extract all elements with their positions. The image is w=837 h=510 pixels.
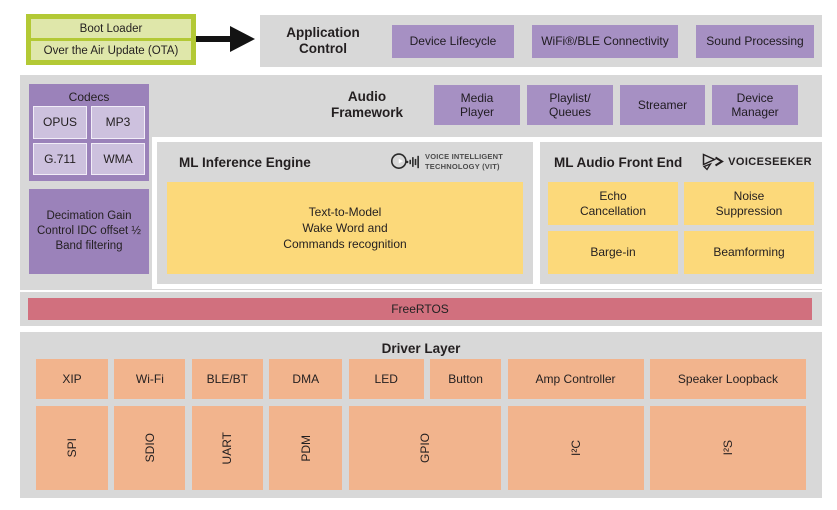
flow-arrow-icon [196, 36, 232, 42]
media-player-box: Media Player [434, 85, 520, 125]
bus-box-i2c: I²C [507, 406, 644, 490]
bus-box-spi: SPI [36, 406, 108, 490]
bus-label-spi: SPI [65, 438, 79, 458]
codec-box-opus: OPUS [33, 106, 87, 139]
codecs-grid: OPUS MP3 G.711 WMA [33, 106, 145, 175]
driver-box-led: LED [348, 359, 424, 399]
application-control-panel: Application Control Device Lifecycle WiF… [260, 15, 822, 67]
vit-logo: VOICE INTELLIGENT TECHNOLOGY (VIT) [390, 149, 519, 175]
decimation-filter-label: Decimation Gain Control IDC offset ½ Ban… [37, 210, 141, 252]
codecs-panel: Codecs OPUS MP3 G.711 WMA [29, 84, 149, 181]
noise-suppression-box: Noise Suppression [684, 182, 814, 225]
driver-layer-title: Driver Layer [381, 341, 461, 356]
voiceseeker-icon [702, 152, 725, 171]
driver-box-xip: XIP [36, 359, 108, 399]
bus-label-i2s: I²S [720, 440, 735, 456]
voiceseeker-label: VOICESEEKER [728, 156, 812, 168]
freertos-bar: FreeRTOS [28, 298, 812, 320]
ml-inference-header: ML Inference Engine VOICE INTELLIGENT TE… [157, 142, 533, 182]
audio-framework-row: Audio Framework Media Player Playlist/ Q… [150, 85, 798, 125]
ml-inference-title: ML Inference Engine [179, 154, 311, 170]
freertos-label: FreeRTOS [391, 302, 449, 316]
wake-word-line-2: Wake Word and [302, 220, 388, 235]
bus-label-i2c: I²C [568, 440, 583, 456]
bus-box-sdio: SDIO [114, 406, 186, 490]
wifi-ble-connectivity-box: WiFi®/BLE Connectivity [532, 24, 678, 58]
bus-box-i2s: I²S [649, 406, 806, 490]
wake-word-line-1: Text-to-Model [308, 204, 382, 219]
driver-box-speaker-loopback: Speaker Loopback [649, 359, 806, 399]
bus-label-gpio: GPIO [417, 432, 432, 463]
codec-box-wma: WMA [91, 142, 145, 175]
ota-update-box: Over the Air Update (OTA) [31, 41, 191, 60]
ml-audio-front-end-panel: ML Audio Front End VOICESEEKER Echo Canc… [540, 142, 822, 284]
decimation-filter-box: Decimation Gain Control IDC offset ½ Ban… [29, 189, 149, 274]
boot-loader-box: Boot Loader [31, 19, 191, 38]
voiceseeker-logo: VOICESEEKER [702, 152, 812, 172]
codecs-title: Codecs [68, 90, 110, 104]
os-band: FreeRTOS [20, 292, 822, 326]
vit-logo-label: VOICE INTELLIGENT TECHNOLOGY (VIT) [425, 152, 503, 171]
boot-ota-group: Boot Loader Over the Air Update (OTA) [26, 14, 196, 65]
ml-afe-title: ML Audio Front End [554, 154, 683, 170]
ml-inference-panel: ML Inference Engine VOICE INTELLIGENT TE… [157, 142, 533, 284]
driver-layer-band: Driver Layer XIP Wi-Fi BLE/BT DMA LED Bu… [20, 332, 822, 498]
codec-box-g711: G.711 [33, 142, 87, 175]
middleware-band: Codecs OPUS MP3 G.711 WMA Decimation Gai… [20, 75, 822, 290]
flow-arrow-head-icon [230, 26, 255, 52]
ml-afe-header: ML Audio Front End VOICESEEKER [540, 142, 822, 182]
driver-box-button: Button [430, 359, 502, 399]
barge-in-box: Barge-in [548, 231, 678, 274]
beamforming-box: Beamforming [684, 231, 814, 274]
codec-box-mp3: MP3 [91, 106, 145, 139]
echo-cancellation-box: Echo Cancellation [548, 182, 678, 225]
ml-afe-grid: Echo Cancellation Noise Suppression Barg… [548, 182, 814, 274]
wake-word-box: Text-to-Model Wake Word and Commands rec… [167, 182, 523, 274]
bus-box-uart: UART [191, 406, 263, 490]
device-lifecycle-box: Device Lifecycle [392, 24, 514, 58]
bus-box-gpio: GPIO [348, 406, 502, 490]
driver-box-dma: DMA [269, 359, 343, 399]
voice-intelligent-technology-icon [390, 153, 419, 169]
driver-box-wifi: Wi-Fi [114, 359, 186, 399]
wake-word-line-3: Commands recognition [283, 237, 407, 252]
streamer-box: Streamer [620, 85, 705, 125]
audio-framework-title: Audio Framework [330, 89, 404, 120]
application-control-title: Application Control [286, 25, 360, 56]
driver-box-ble-bt: BLE/BT [191, 359, 263, 399]
driver-box-amp-controller: Amp Controller [507, 359, 644, 399]
bus-label-sdio: SDIO [142, 433, 157, 463]
bus-box-pdm: PDM [269, 406, 343, 490]
boot-loader-label: Boot Loader [79, 22, 143, 35]
sound-processing-box: Sound Processing [696, 24, 814, 58]
bus-label-pdm: PDM [298, 434, 313, 462]
device-manager-box: Device Manager [712, 85, 798, 125]
bus-label-uart: UART [220, 431, 235, 465]
playlist-queues-box: Playlist/ Queues [527, 85, 613, 125]
driver-layer-grid: XIP Wi-Fi BLE/BT DMA LED Button Amp Cont… [36, 359, 806, 490]
ota-update-label: Over the Air Update (OTA) [43, 44, 179, 57]
